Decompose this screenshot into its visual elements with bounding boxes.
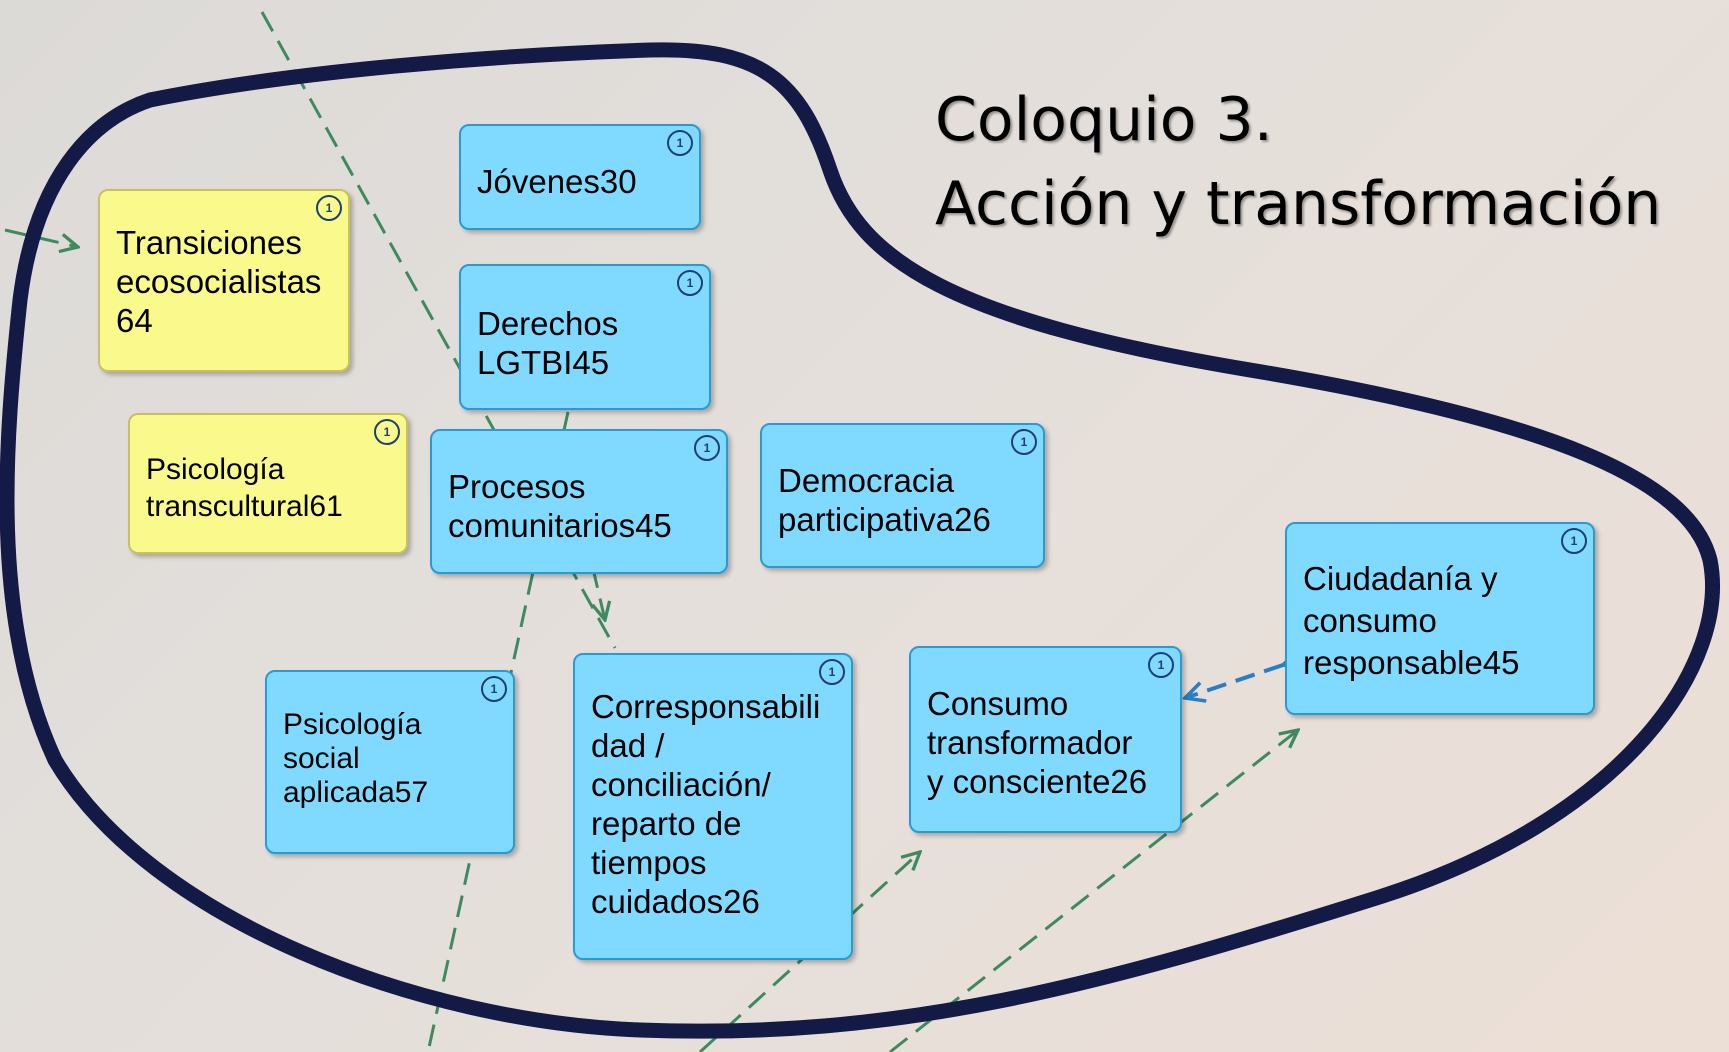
node-corresponsabilidad[interactable]: Corresponsabili dad / conciliación/ repa… [573,653,853,960]
node-badge: 1 [1011,429,1037,455]
node-badge: 1 [819,659,845,685]
node-badge: 1 [1148,652,1174,678]
node-badge: 1 [316,195,342,221]
connector-to-ciudadania [889,730,1298,1052]
node-label: Consumo transformador y consciente26 [927,685,1148,800]
node-badge: 1 [374,419,400,445]
node-badge: 1 [667,130,693,156]
node-transiciones-ecosocialistas[interactable]: Transiciones ecosocialistas 64 1 [98,189,350,372]
node-ciudadania-consumo-responsable[interactable]: Ciudadanía y consumo responsable45 1 [1285,522,1595,715]
group-outline [0,42,1720,1039]
node-label: Corresponsabili dad / conciliación/ repa… [591,688,821,920]
node-label: Psicología social aplicada57 [283,708,429,809]
connector-ciudadania-consumo [1185,665,1283,698]
node-badge: 1 [481,676,507,702]
node-label: Transiciones ecosocialistas 64 [116,224,322,339]
node-procesos-comunitarios[interactable]: Procesos comunitarios45 1 [430,429,728,574]
node-psicologia-transcultural[interactable]: Psicología transcultural61 1 [128,413,408,554]
node-label: Jóvenes30 [477,163,637,200]
node-badge: 1 [1561,528,1587,554]
node-derechos-lgtbi[interactable]: Derechos LGTBI45 1 [459,264,711,410]
title-line-2: Acción y transformación [935,169,1662,239]
title-line-1: Coloquio 3. [935,85,1273,155]
node-label: Democracia participativa26 [778,462,991,538]
node-label: Derechos LGTBI45 [477,305,619,381]
diagram-title: Coloquio 3. Acción y transformación [935,78,1661,246]
node-label: Psicología transcultural61 [146,453,343,523]
node-label: Procesos comunitarios45 [448,468,672,544]
connector-left-arrow [4,228,78,247]
node-jovenes[interactable]: Jóvenes30 1 [459,124,701,230]
node-consumo-transformador[interactable]: Consumo transformador y consciente26 1 [909,646,1182,833]
node-psicologia-social-aplicada[interactable]: Psicología social aplicada57 1 [265,670,515,854]
node-label: Ciudadanía y consumo responsable45 [1303,560,1520,681]
node-democracia-participativa[interactable]: Democracia participativa26 1 [760,423,1045,568]
node-badge: 1 [677,270,703,296]
node-badge: 1 [694,435,720,461]
